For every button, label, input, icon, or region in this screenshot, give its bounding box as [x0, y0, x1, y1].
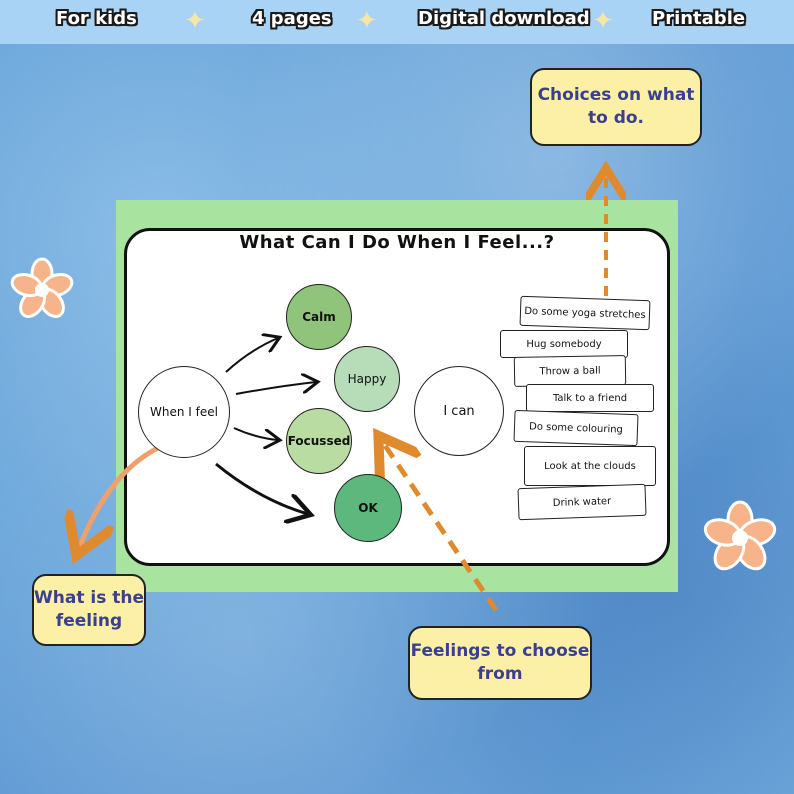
i-can-circle: I can — [414, 366, 504, 456]
feature-pages: 4 pages — [252, 8, 332, 29]
callout-feeling: What is the feeling — [32, 574, 146, 646]
sparkle-icon: ✦ — [184, 6, 206, 36]
sparkle-icon: ✦ — [592, 6, 614, 36]
feature-for-kids: For kids — [56, 8, 137, 29]
worksheet-title: What Can I Do When I Feel...? — [239, 232, 555, 253]
choice-strip: Do some yoga stretches — [519, 295, 651, 331]
feeling-happy: Happy — [334, 346, 400, 412]
callout-feelings-to-choose: Feelings to choose from — [408, 626, 592, 700]
when-i-feel-circle: When I feel — [138, 366, 230, 458]
feature-digital-download: Digital download — [418, 8, 590, 29]
feature-bar: For kids ✦ 4 pages ✦ Digital download ✦ … — [0, 0, 794, 44]
choice-strip: Do some colouring — [513, 409, 639, 447]
flower-icon — [703, 500, 777, 571]
feature-printable: Printable — [652, 8, 746, 29]
choice-strip: Drink water — [517, 483, 647, 521]
callout-choices: Choices on what to do. — [530, 68, 702, 146]
choice-strip: Throw a ball — [513, 355, 627, 387]
choice-strip: Look at the clouds — [524, 446, 656, 486]
feeling-focussed: Focussed — [286, 408, 352, 474]
feeling-ok: OK — [334, 474, 402, 542]
choice-strip: Hug somebody — [500, 330, 628, 358]
choice-strip: Talk to a friend — [526, 384, 654, 412]
feeling-calm: Calm — [286, 284, 352, 350]
flower-icon — [10, 257, 74, 318]
sparkle-icon: ✦ — [356, 6, 378, 36]
